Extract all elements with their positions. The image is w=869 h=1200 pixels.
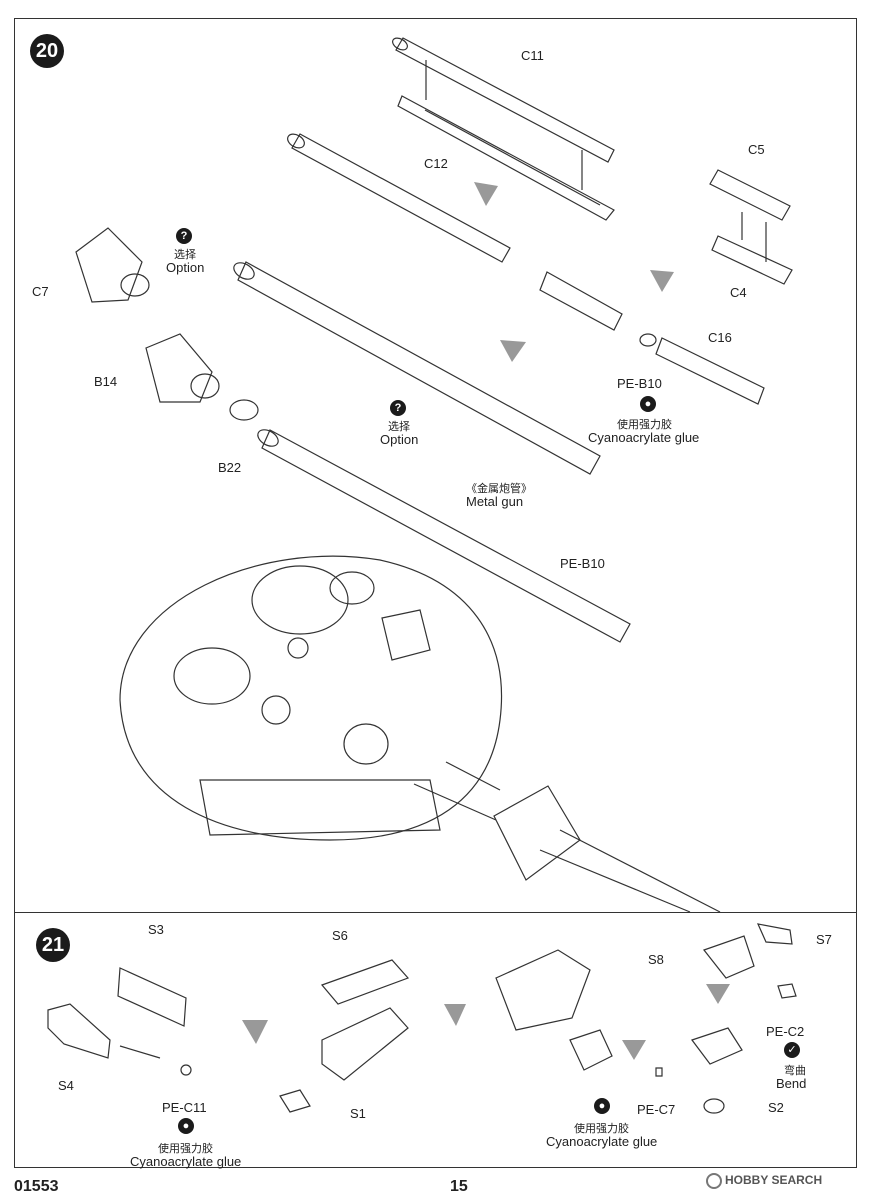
part-pe-c7	[656, 1068, 662, 1076]
label-s6: S6	[332, 928, 348, 943]
glue-drop-icon: ●	[640, 396, 656, 412]
hatched-arrows	[242, 182, 730, 1060]
part-turret-box	[496, 950, 590, 1030]
part-s6-base	[322, 1008, 408, 1080]
label-c16: C16	[708, 330, 732, 345]
part-c11	[396, 38, 614, 162]
label-pe-c11: PE-C11	[162, 1100, 207, 1115]
part-s2	[704, 1099, 724, 1113]
part-s3	[118, 968, 186, 1026]
part-s8	[704, 936, 754, 978]
label-pe-c7: PE-C7	[637, 1102, 676, 1117]
part-sleeve	[540, 272, 622, 330]
watermark: HOBBY SEARCH	[706, 1173, 822, 1189]
metal-gun-en: Metal gun	[466, 494, 524, 509]
part-lower-assembly	[692, 1028, 742, 1064]
bend-en: Bend	[776, 1076, 807, 1091]
part-c7	[76, 228, 142, 302]
bend-cn: 弯曲	[784, 1065, 806, 1077]
glue-cn-20: 使用强力胶	[617, 419, 672, 431]
part-barrel-option-a	[238, 262, 600, 474]
label-b14: B14	[94, 374, 118, 389]
glue-en-21b: Cyanoacrylate glue	[546, 1134, 658, 1149]
label-pe-b10-b: PE-B10	[560, 556, 605, 571]
part-barrel-upper	[292, 134, 510, 262]
part-b14	[146, 334, 212, 402]
check-bend-icon: ✓	[784, 1042, 800, 1058]
product-code: 01553	[14, 1178, 59, 1195]
part-s4	[48, 1004, 110, 1058]
part-pe-c2	[778, 984, 796, 998]
label-c12: C12	[424, 156, 448, 171]
option-en-2: Option	[380, 432, 419, 447]
part-s7	[758, 924, 792, 944]
glue-en-21a: Cyanoacrylate glue	[130, 1154, 242, 1169]
label-s8: S8	[648, 952, 664, 967]
label-b22: B22	[218, 460, 242, 475]
glue-cn-21b: 使用强力胶	[574, 1123, 629, 1135]
step-divider	[14, 912, 857, 913]
part-s1	[280, 1090, 310, 1112]
glue-drop-icon: ●	[178, 1118, 194, 1134]
part-c5	[710, 170, 790, 220]
label-pe-c2: PE-C2	[766, 1024, 805, 1039]
option-en-1: Option	[166, 260, 205, 275]
part-s6	[322, 960, 408, 1004]
part-c12	[398, 96, 614, 220]
glue-drop-icon: ●	[594, 1098, 610, 1114]
label-s4: S4	[58, 1078, 74, 1093]
metal-gun-cn: 《金属炮管》	[466, 483, 532, 495]
step-20-number: 20	[30, 34, 64, 68]
label-pe-b10-a: PE-B10	[617, 376, 662, 391]
part-c16	[656, 338, 764, 404]
glue-en-20: Cyanoacrylate glue	[588, 430, 700, 445]
instruction-frame	[14, 18, 857, 1168]
part-pe-c11	[181, 1065, 191, 1075]
label-s1: S1	[350, 1106, 366, 1121]
label-c5: C5	[748, 142, 765, 157]
glue-cn-21a: 使用强力胶	[158, 1143, 213, 1155]
label-s3: S3	[148, 922, 164, 937]
option-cn-1: 选择	[174, 249, 196, 261]
part-small-assembly	[570, 1030, 612, 1070]
part-b22	[230, 400, 258, 420]
part-c4	[712, 236, 792, 284]
label-s7: S7	[816, 932, 832, 947]
page-number: 15	[450, 1178, 468, 1195]
option-cn-2: 选择	[388, 421, 410, 433]
watermark-logo-icon	[706, 1173, 722, 1189]
step-21-number: 21	[36, 928, 70, 962]
part-metal-gun	[262, 430, 630, 642]
label-c11: C11	[521, 48, 544, 63]
label-c7: C7	[32, 284, 49, 299]
question-icon: ?	[390, 400, 406, 416]
label-c4: C4	[730, 285, 747, 300]
question-icon: ?	[176, 228, 192, 244]
watermark-text: HOBBY SEARCH	[725, 1173, 823, 1188]
label-s2: S2	[768, 1100, 784, 1115]
turret-body	[120, 556, 502, 840]
part-pe-b10-ring-a	[640, 334, 656, 346]
